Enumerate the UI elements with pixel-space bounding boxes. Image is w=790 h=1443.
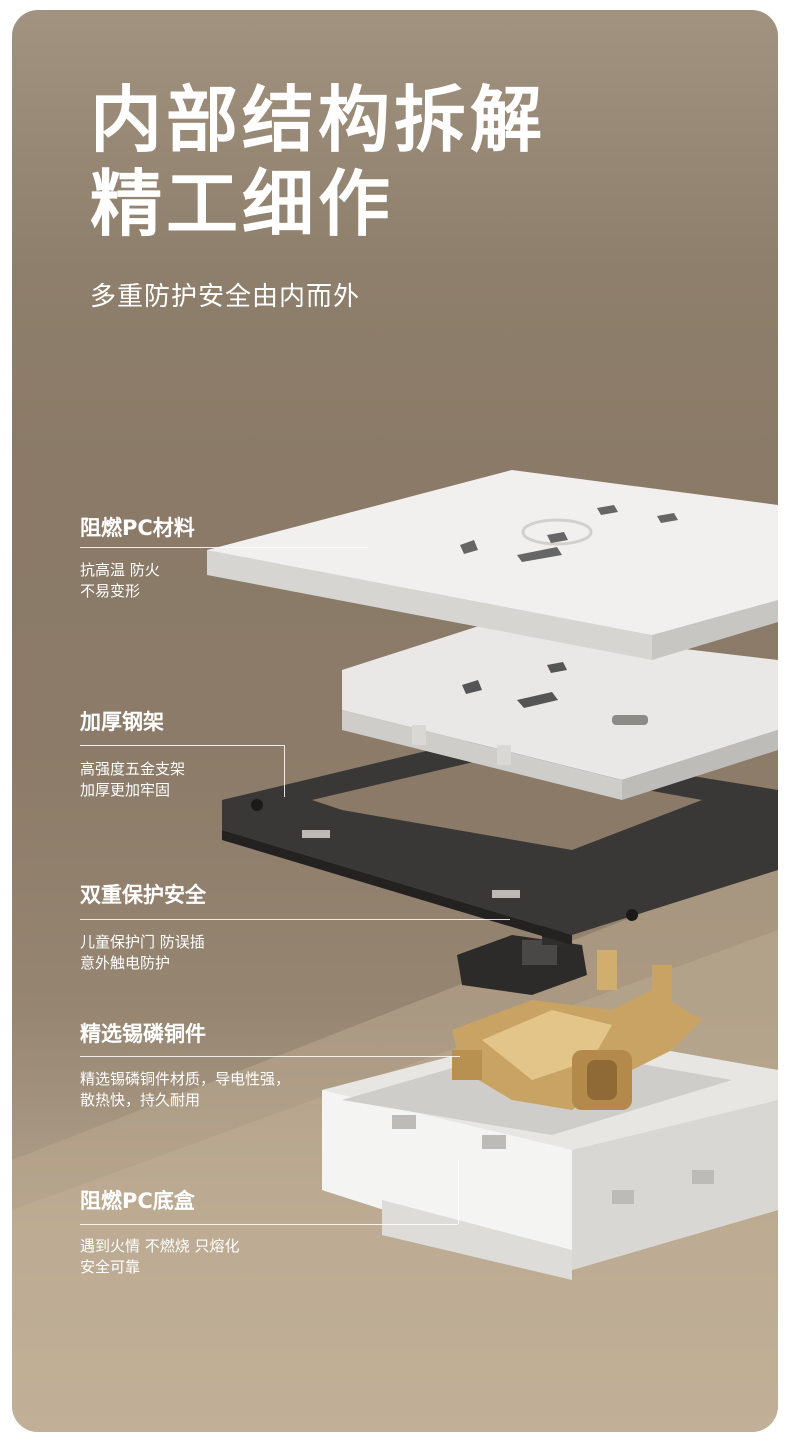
feature-4-desc-line-1: 精选锡磷铜件材质，导电性强， bbox=[80, 1070, 291, 1088]
feature-1-desc-line-1: 抗高温 防火 bbox=[80, 561, 160, 579]
feature-5-leader-line-vertical bbox=[458, 1160, 459, 1224]
feature-1-desc-line-2: 不易变形 bbox=[80, 582, 141, 600]
feature-4-heading: 精选锡磷铜件 bbox=[80, 1022, 206, 1046]
feature-1-leader-line bbox=[80, 547, 368, 548]
feature-3-heading: 双重保护安全 bbox=[80, 883, 206, 907]
copper-contacts bbox=[452, 950, 702, 1110]
feature-5-desc-line-1: 遇到火情 不燃烧 只熔化 bbox=[80, 1237, 240, 1255]
feature-4-leader-line bbox=[80, 1056, 460, 1057]
exploded-socket-illustration bbox=[207, 470, 778, 1280]
feature-2-heading: 加厚钢架 bbox=[80, 710, 164, 734]
pc-face-plate bbox=[207, 470, 778, 660]
feature-5-desc-line-2: 安全可靠 bbox=[80, 1258, 141, 1276]
page-title-line-1: 内部结构拆解 bbox=[90, 78, 547, 162]
feature-3-desc-line-1: 儿童保护门 防误插 bbox=[80, 933, 205, 951]
feature-3-desc-line-2: 意外触电防护 bbox=[80, 954, 171, 972]
feature-2-desc-line-2: 加厚更加牢固 bbox=[80, 781, 171, 799]
feature-5-heading: 阻燃PC底盒 bbox=[80, 1189, 195, 1213]
feature-2-desc-line-1: 高强度五金支架 bbox=[80, 760, 186, 778]
feature-2-leader-line-vertical bbox=[284, 745, 285, 797]
feature-3-leader-line bbox=[80, 919, 510, 920]
feature-4-desc-line-2: 散热快，持久耐用 bbox=[80, 1091, 201, 1109]
inner-socket-module bbox=[342, 625, 778, 800]
feature-1-heading: 阻燃PC材料 bbox=[80, 516, 195, 540]
page-subtitle: 多重防护安全由内而外 bbox=[90, 282, 361, 312]
feature-2-leader-line bbox=[80, 745, 284, 746]
page-title-line-2: 精工细作 bbox=[90, 162, 395, 246]
feature-5-leader-line bbox=[80, 1224, 458, 1225]
product-detail-card: 内部结构拆解 精工细作 多重防护安全由内而外 bbox=[12, 10, 778, 1432]
